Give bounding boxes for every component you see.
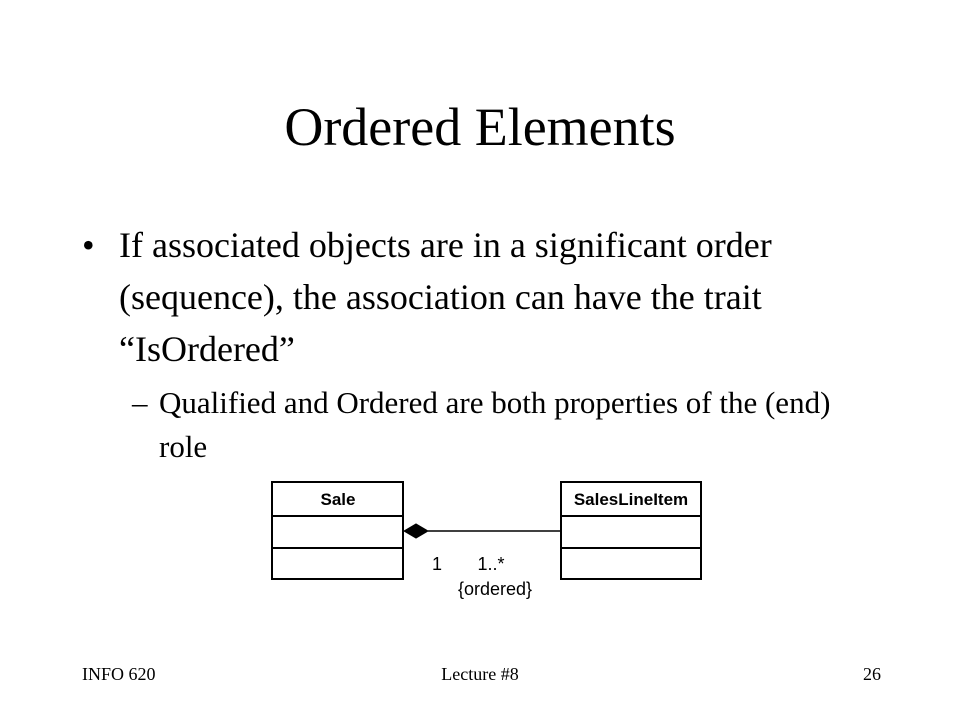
slide-title: Ordered Elements	[284, 97, 676, 157]
ordered-constraint: {ordered}	[458, 579, 532, 599]
multiplicity-left: 1	[432, 554, 442, 574]
footer-page-number: 26	[863, 664, 881, 684]
sale-class-name: Sale	[321, 490, 356, 509]
sales-line-item-class-name: SalesLineItem	[574, 490, 688, 509]
multiplicity-right: 1..*	[477, 554, 504, 574]
sub-bullet-dash: –	[132, 385, 148, 420]
sales-line-item-class-box: SalesLineItem	[560, 481, 702, 580]
footer-course: INFO 620	[82, 664, 156, 684]
filled-diamond-icon	[403, 523, 429, 539]
bullet-dot: •	[82, 225, 95, 265]
sale-class-box: Sale	[271, 481, 404, 580]
sub-bullet-text: Qualified and Ordered are both propertie…	[159, 385, 831, 464]
footer-lecture: Lecture #8	[441, 664, 519, 684]
aggregation-association	[403, 523, 561, 539]
bullet-text: If associated objects are in a significa…	[119, 225, 772, 369]
